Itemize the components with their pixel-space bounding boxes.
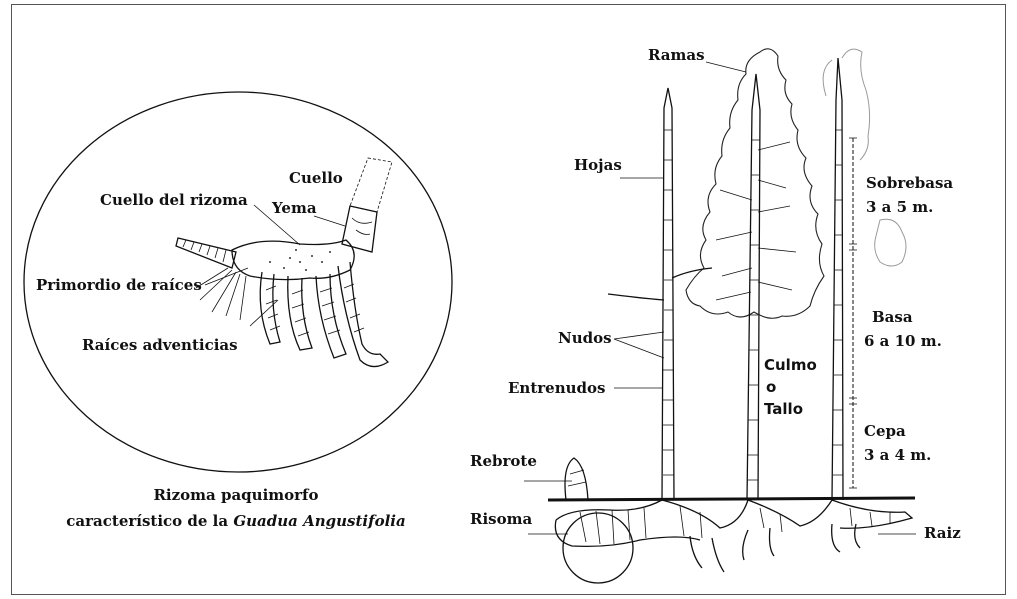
culm-middle <box>716 74 796 500</box>
label-risoma: Risoma <box>470 510 532 528</box>
rhizome-culm-stump <box>342 158 392 252</box>
caption-line-2: característico de la Guadua Angustifolia <box>66 512 405 530</box>
label-culmo: Culmo <box>764 356 817 374</box>
label-nudos: Nudos <box>558 329 612 347</box>
ground-line <box>548 498 915 500</box>
label-cuello: Cuello <box>289 169 343 187</box>
label-hojas: Hojas <box>574 156 622 174</box>
new-shoot <box>565 458 588 500</box>
label-sobrebasa-size: 3 a 5 m. <box>866 198 933 216</box>
measurement-scale <box>849 138 857 488</box>
rhizome-texture <box>269 249 331 271</box>
label-primordio: Primordio de raíces <box>36 276 202 294</box>
label-basa: Basa <box>872 308 913 326</box>
culm-foliage <box>686 49 824 318</box>
label-ramas: Ramas <box>648 46 705 64</box>
label-rebrote: Rebrote <box>470 452 537 470</box>
label-cuello-del-rizoma: Cuello del rizoma <box>100 191 248 209</box>
label-tallo: Tallo <box>764 400 803 418</box>
rhizome-neck <box>176 238 236 268</box>
rhizome-panel: Cuello Yema Cuello del rizoma Primordio … <box>24 92 452 530</box>
label-basa-size: 6 a 10 m. <box>864 332 942 350</box>
label-yema: Yema <box>271 199 317 217</box>
culm-right <box>832 58 843 500</box>
plant-leader-lines <box>524 62 916 534</box>
bamboo-plant-panel: Ramas Hojas Nudos Entrenudos Rebrote Ris… <box>470 46 961 583</box>
label-cepa: Cepa <box>864 422 906 440</box>
rhizome-highlight-circle <box>563 513 633 583</box>
label-o: o <box>766 378 776 396</box>
label-raices-adventicias: Raíces adventicias <box>82 336 238 354</box>
culm-left <box>608 88 712 500</box>
caption-line-1: Rizoma paquimorfo <box>153 486 318 504</box>
label-cepa-size: 3 a 4 m. <box>864 446 931 464</box>
rhizome-body <box>232 240 354 280</box>
label-raiz: Raiz <box>924 524 961 542</box>
rhizome-system <box>555 500 912 572</box>
label-sobrebasa: Sobrebasa <box>866 174 953 192</box>
label-entrenudos: Entrenudos <box>508 379 605 397</box>
